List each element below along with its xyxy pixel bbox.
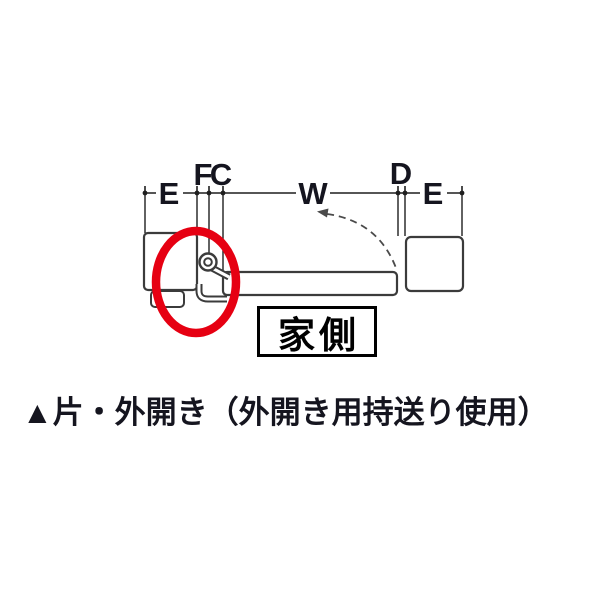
right-post: [404, 235, 465, 293]
label-masks: [156, 179, 447, 207]
swing-arrow: [317, 208, 397, 269]
highlight-circle: [151, 226, 241, 338]
dim-label-e-left: E: [159, 176, 180, 211]
dim-label-f: F: [194, 157, 213, 192]
structure-group: [142, 231, 465, 308]
dim-label-c: C: [210, 157, 232, 192]
swing-arrowhead: [317, 208, 329, 218]
dim-label-w: W: [298, 176, 328, 211]
caption: ▲片・外開き（外開き用持送り使用）: [22, 395, 549, 430]
gate-panel: [221, 270, 399, 297]
house-side-label: 家側: [257, 306, 377, 357]
dimension-dots: [142, 190, 465, 196]
dim-label-d: D: [390, 156, 412, 191]
hinge-pivot: [198, 252, 218, 272]
dim-label-e-right: E: [423, 176, 444, 211]
